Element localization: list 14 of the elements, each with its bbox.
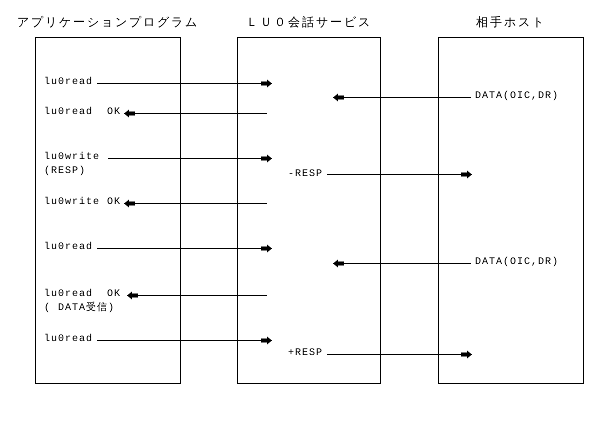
message-label: +RESP [288,347,324,361]
message-label: lu0read OK [44,106,122,120]
message-label: DATA(OIC,DR) [475,90,560,104]
column-heading: ＬＵ０会話サービス [245,14,373,30]
message-label: lu0read [44,241,94,255]
message-label: -RESP [288,168,324,182]
message-label: lu0write (RESP) [44,151,104,179]
column-heading: 相手ホスト [475,14,547,30]
column-heading: アプリケーションプログラム [16,14,200,30]
message-label: lu0write OK [44,196,122,210]
message-label: lu0read [44,76,94,90]
message-label: lu0read OK ( DATA受信) [44,288,124,316]
message-label: lu0read [44,333,94,347]
message-label: DATA(OIC,DR) [475,256,560,270]
